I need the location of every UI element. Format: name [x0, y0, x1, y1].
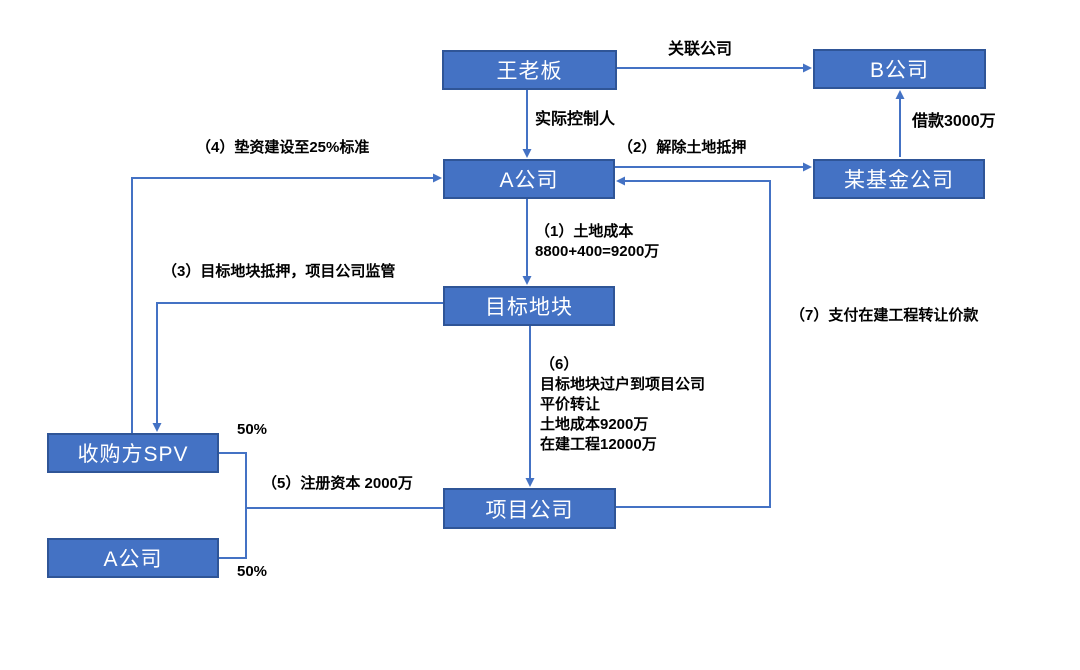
label-step6-line2: 目标地块过户到项目公司 — [540, 376, 706, 393]
label-step7: （7）支付在建工程转让价款 — [790, 307, 979, 324]
label-step3: （3）目标地块抵押，项目公司监管 — [162, 263, 396, 280]
node-a-company-bottom: A公司 — [47, 538, 219, 578]
label-step1-line1: （1）土地成本 — [535, 223, 634, 240]
label-step6-line3: 平价转让 — [540, 396, 601, 413]
node-target-land: 目标地块 — [443, 286, 615, 326]
label-step4: （4）垫资建设至25%标准 — [196, 139, 370, 156]
arrow-spv-to-acompany-step4 — [131, 173, 442, 433]
label-share-50-bottom: 50% — [237, 563, 268, 580]
label-actual-controller: 实际控制人 — [535, 111, 616, 128]
label-step6: （6） 目标地块过户到项目公司 平价转让 土地成本9200万 在建工程12000… — [540, 355, 705, 455]
label-step1: （1）土地成本 8800+400=9200万 — [535, 222, 659, 262]
label-step6-line5: 在建工程12000万 — [540, 436, 657, 453]
arrow-project-to-acompany-step7 — [616, 176, 771, 508]
node-project-company: 项目公司 — [443, 488, 616, 529]
node-fund-company: 某基金公司 — [813, 159, 985, 199]
node-acquirer-spv: 收购方SPV — [47, 433, 219, 473]
label-share-50-top: 50% — [237, 421, 268, 438]
label-affiliated-company: 关联公司 — [668, 41, 733, 58]
connector-shareholders-bracket — [219, 452, 247, 559]
label-step6-line1: （6） — [540, 356, 579, 373]
arrow-land-to-spv-step3 — [152, 302, 443, 432]
label-step2: （2）解除土地抵押 — [618, 139, 747, 156]
node-wang-boss: 王老板 — [442, 50, 617, 90]
label-step6-line4: 土地成本9200万 — [540, 416, 649, 433]
label-step1-line2: 8800+400=9200万 — [535, 243, 660, 260]
label-loan-3000: 借款3000万 — [912, 113, 996, 130]
node-a-company: A公司 — [443, 159, 615, 199]
node-b-company: B公司 — [813, 49, 986, 89]
label-step5: （5）注册资本 2000万 — [262, 475, 413, 492]
